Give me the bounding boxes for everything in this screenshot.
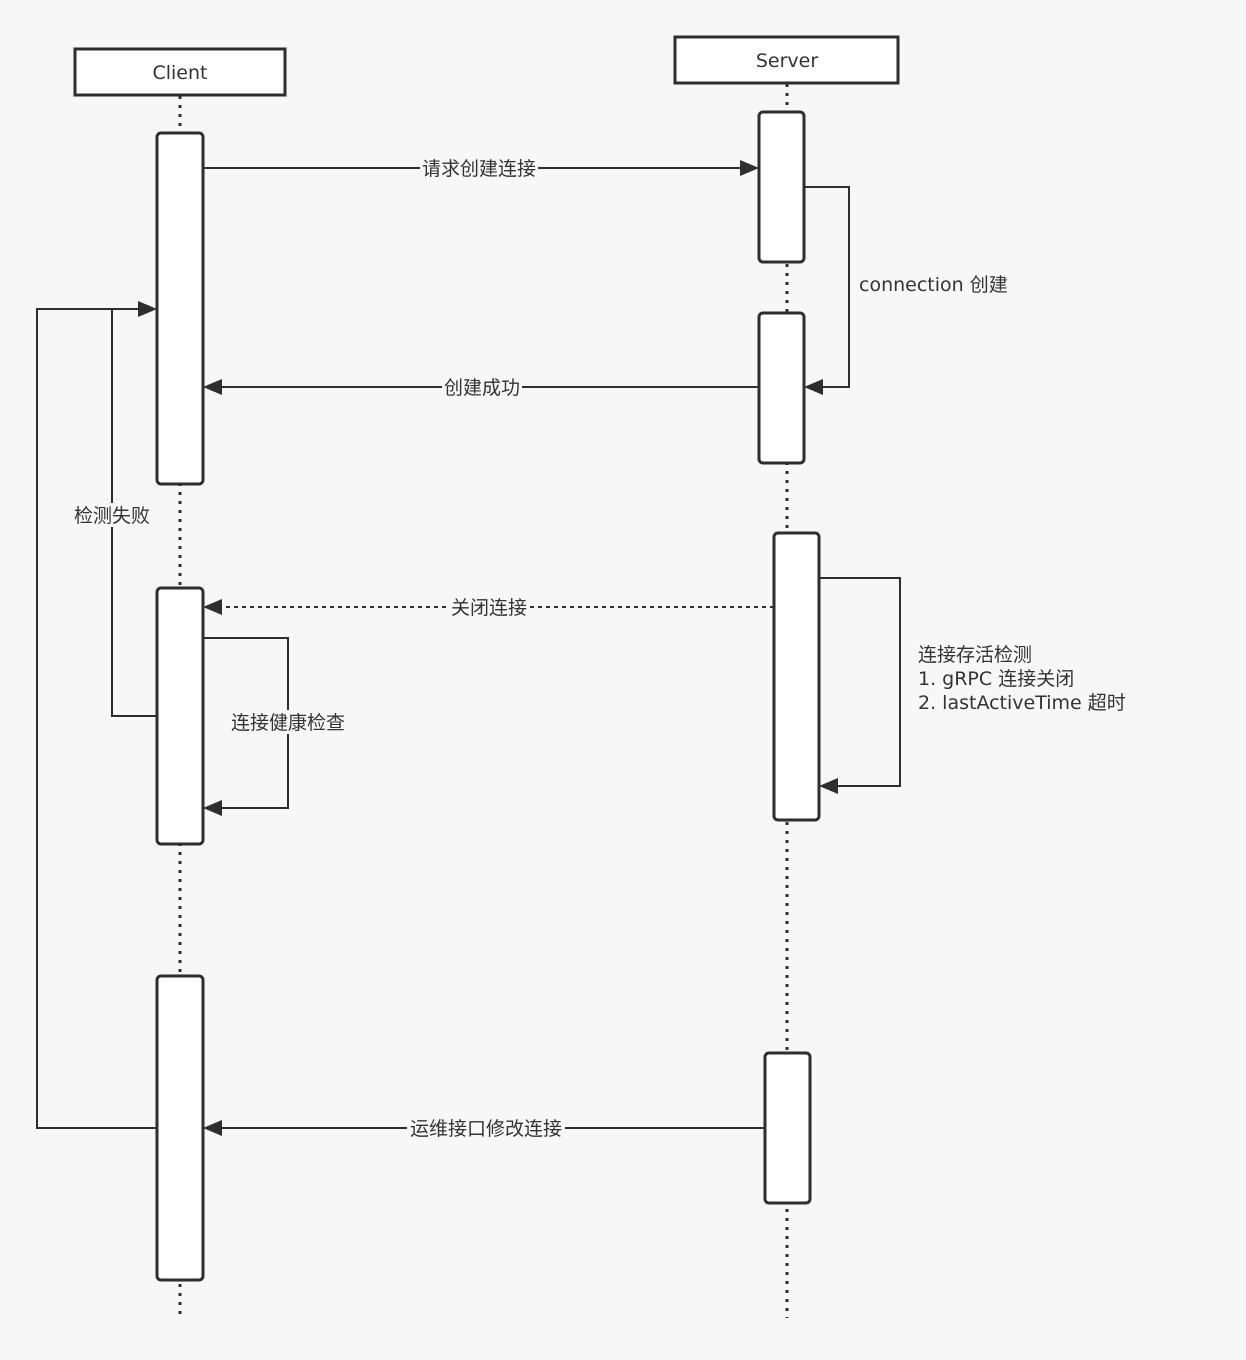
client-activation-3 xyxy=(155,974,205,1282)
detect-failed-label: 检测失败 xyxy=(74,505,150,527)
connection-create-arrowhead xyxy=(804,379,823,395)
ops-modify-label-bg xyxy=(407,1116,565,1140)
message-request-create: 请求创建连接 xyxy=(203,156,759,180)
create-success-arrowhead xyxy=(203,379,222,395)
server-header-label: Server xyxy=(756,50,818,72)
message-close-connection: 关闭连接 xyxy=(203,595,774,619)
message-health-check: 连接健康检查 xyxy=(203,637,347,816)
request-create-arrowhead xyxy=(740,160,759,176)
server-activation-2 xyxy=(757,311,806,465)
connection-create-label: connection 创建 xyxy=(859,274,1008,296)
keepalive-title: 连接存活检测 xyxy=(918,644,1032,666)
message-detect-failed: 检测失败 xyxy=(72,308,157,717)
close-connection-label-bg xyxy=(449,595,529,619)
ops-modify-label: 运维接口修改连接 xyxy=(410,1118,562,1140)
keepalive-item-2: 2. lastActiveTime 超时 xyxy=(918,692,1126,714)
loop-arrowhead xyxy=(138,301,157,317)
client-header-label: Client xyxy=(152,62,207,84)
keepalive-item-1: 1. gRPC 连接关闭 xyxy=(918,668,1074,690)
message-connection-create: connection 创建 xyxy=(804,186,1008,395)
request-create-label-bg xyxy=(420,156,538,180)
create-success-label-bg xyxy=(442,375,522,399)
message-create-success: 创建成功 xyxy=(203,375,759,399)
ops-loop-line xyxy=(36,308,157,1129)
connection-create-line xyxy=(804,186,850,388)
message-ops-modify: 运维接口修改连接 xyxy=(203,1116,765,1140)
client-activation-1 xyxy=(155,131,205,486)
keepalive-arrowhead xyxy=(819,778,838,794)
server-activation-1 xyxy=(757,110,806,264)
detect-failed-label-bg xyxy=(72,503,152,527)
health-check-label-bg xyxy=(229,710,347,734)
close-connection-label: 关闭连接 xyxy=(451,597,527,619)
message-ops-loop xyxy=(36,301,157,1129)
ops-modify-arrowhead xyxy=(203,1120,222,1136)
server-participant: Server xyxy=(673,35,900,85)
client-activation-2 xyxy=(155,586,205,846)
request-create-label: 请求创建连接 xyxy=(422,158,536,180)
create-success-label: 创建成功 xyxy=(444,377,520,399)
server-header-box xyxy=(673,35,900,85)
message-keepalive: 连接存活检测 1. gRPC 连接关闭 2. lastActiveTime 超时 xyxy=(819,577,1126,794)
client-participant: Client xyxy=(73,47,287,97)
server-activation-4 xyxy=(763,1051,812,1205)
server-activation-3 xyxy=(772,531,821,822)
close-connection-arrowhead xyxy=(203,599,222,615)
health-check-arrowhead xyxy=(203,800,222,816)
keepalive-line xyxy=(819,577,901,787)
client-header-box xyxy=(73,47,287,97)
health-check-label: 连接健康检查 xyxy=(231,712,345,734)
